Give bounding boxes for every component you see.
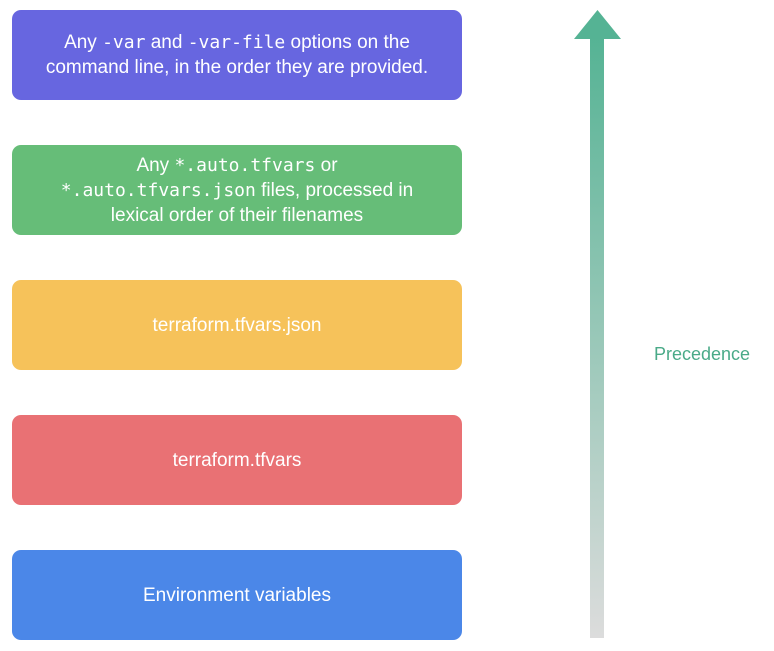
box-1-text-pre: Any — [64, 32, 103, 53]
box-1-code-var: -var — [102, 32, 146, 53]
box-3-label: terraform.tfvars.json — [152, 314, 322, 336]
precedence-arrow-head-icon — [574, 10, 621, 39]
precedence-item-tfvars: terraform.tfvars — [12, 415, 462, 505]
box-1-text-post: options on the — [285, 32, 410, 53]
precedence-arrow — [574, 10, 621, 638]
precedence-arrow-shaft — [590, 36, 604, 638]
box-5-label: Environment variables — [143, 584, 331, 606]
box-2-text-post: or — [315, 154, 338, 176]
precedence-item-tfvars-json: terraform.tfvars.json — [12, 280, 462, 370]
box-2-text-pre: Any — [136, 154, 175, 176]
box-2-code-auto-tfvars-json: *.auto.tfvars.json — [60, 179, 256, 201]
box-1-line-2: command line, in the order they are prov… — [45, 57, 429, 78]
box-2-line-3: lexical order of their filenames — [110, 204, 364, 226]
box-1-code-var-file: -var-file — [187, 32, 286, 53]
box-1-text-mid: and — [145, 32, 188, 53]
box-2-line-2-post: files, processed in — [255, 179, 414, 201]
precedence-label: Precedence — [654, 344, 751, 364]
precedence-item-auto-tfvars: Any *.auto.tfvars or *.auto.tfvars.json … — [12, 145, 462, 235]
precedence-item-cli-var-options: Any -var and -var-file options on the co… — [12, 10, 462, 100]
box-2-code-auto-tfvars: *.auto.tfvars — [174, 154, 316, 176]
box-4-label: terraform.tfvars — [172, 449, 302, 471]
precedence-item-environment-variables: Environment variables — [12, 550, 462, 640]
